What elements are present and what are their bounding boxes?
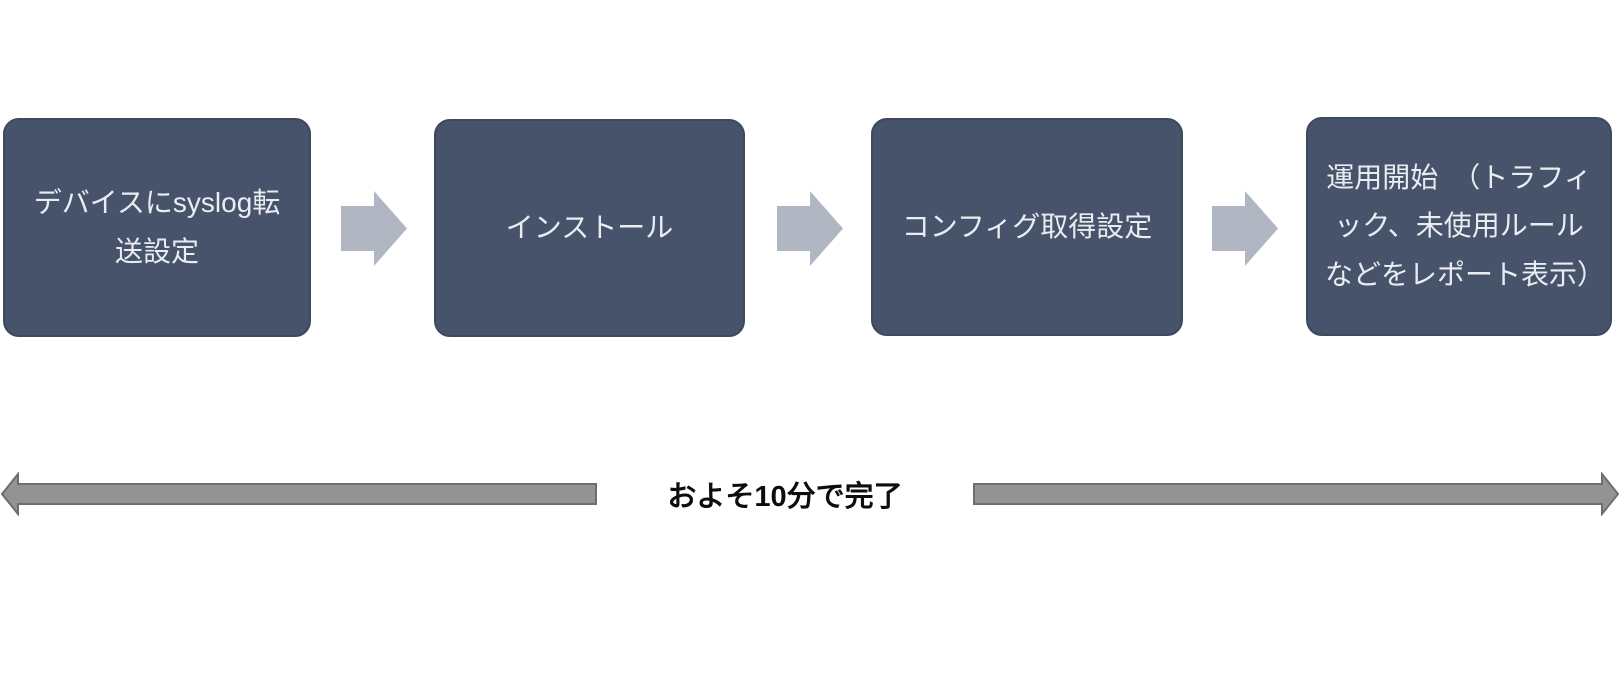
step-label-operation-start: 運用開始 （トラフィック、未使用ルールなどをレポート表示） xyxy=(1325,162,1606,290)
connector-arrow-icon xyxy=(777,191,843,266)
connector-arrow-icon xyxy=(341,191,407,266)
timeline-arrow-left-icon xyxy=(1,472,597,516)
step-label-install: インストール xyxy=(505,211,674,243)
step-box-syslog-forwarding: デバイスにsyslog転送設定 xyxy=(3,118,311,337)
step-label-syslog-forwarding: デバイスにsyslog転送設定 xyxy=(33,187,281,267)
step-box-config-fetch: コンフィグ取得設定 xyxy=(871,118,1183,336)
step-label-config-fetch: コンフィグ取得設定 xyxy=(901,210,1153,242)
timeline-duration-label: およそ10分で完了 xyxy=(667,481,903,513)
step-box-operation-start: 運用開始 （トラフィック、未使用ルールなどをレポート表示） xyxy=(1306,117,1612,336)
step-box-install: インストール xyxy=(434,119,745,337)
timeline-arrow-right-icon xyxy=(973,472,1619,516)
connector-arrow-icon xyxy=(1212,191,1278,266)
